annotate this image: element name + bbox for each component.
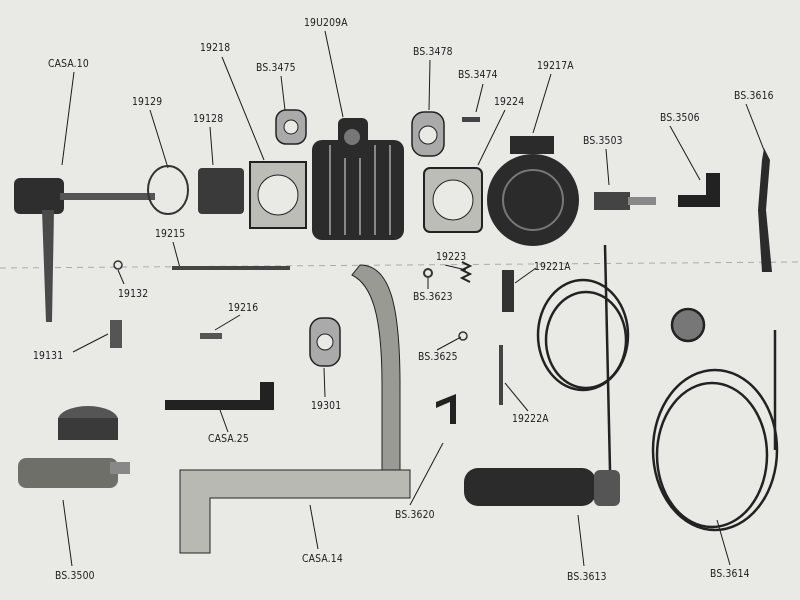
label-19223: 19223 [436, 251, 467, 263]
label-19128: 19128 [193, 113, 224, 125]
label-casa14: CASA.14 [302, 553, 343, 565]
head-gasket-part [423, 167, 483, 233]
exhaust-gasket-part [411, 111, 445, 157]
crankshaft-part [14, 178, 155, 322]
washer-part [423, 268, 433, 278]
label-19218: 19218 [200, 42, 231, 54]
spark-plug-part [594, 192, 656, 210]
label-19221a: 19221A [534, 261, 571, 273]
label-bs3614: BS.3614 [710, 568, 750, 580]
label-bs3620: BS.3620 [395, 509, 435, 521]
label-19215: 19215 [155, 228, 186, 240]
label-bs3613: BS.3613 [567, 571, 607, 583]
piston-ring-part [147, 165, 189, 215]
label-bs3616: BS.3616 [734, 90, 774, 102]
throttle-grip-part [464, 468, 620, 506]
piston-part [198, 168, 244, 214]
label-bs3478: BS.3478 [413, 46, 453, 58]
label-19u209a: 19U209A [304, 17, 348, 29]
label-19131: 19131 [33, 350, 64, 362]
bracket-part [436, 394, 456, 424]
lever-part [758, 148, 772, 272]
stud-part [172, 266, 290, 270]
label-bs3506: BS.3506 [660, 112, 700, 124]
label-19132: 19132 [118, 288, 149, 300]
label-19222a: 19222A [512, 413, 549, 425]
label-bs3623: BS.3623 [413, 291, 453, 303]
intake-gasket-part [275, 109, 307, 145]
control-cable-part [651, 307, 779, 532]
label-casa10: CASA.10 [48, 58, 89, 70]
carburetor-part [18, 406, 130, 488]
ball-part [458, 331, 468, 341]
spring-part [459, 261, 473, 283]
cylinder-part [312, 118, 404, 240]
label-casa25: CASA.25 [208, 433, 249, 445]
cylinder-head-part [487, 136, 579, 246]
kick-lever-part [165, 382, 274, 410]
label-bs3625: BS.3625 [418, 351, 458, 363]
screw-part [462, 117, 480, 122]
exhaust-flange-gasket-part [309, 317, 341, 367]
valve-guide-part [502, 270, 514, 312]
throttle-cable-part [536, 244, 630, 471]
label-19129: 19129 [132, 96, 163, 108]
small-pin-part [200, 333, 222, 339]
label-19217a: 19217A [537, 60, 574, 72]
spark-plug-cap-part [678, 173, 720, 207]
label-bs3475: BS.3475 [256, 62, 296, 74]
pin-part [110, 320, 122, 348]
clip-part [113, 260, 123, 270]
exhaust-pipe-part [179, 264, 411, 554]
label-bs3503: BS.3503 [583, 135, 623, 147]
label-19301: 19301 [311, 400, 342, 412]
valve-part [499, 345, 503, 405]
base-gasket-part [249, 161, 307, 229]
label-bs3500: BS.3500 [55, 570, 95, 582]
label-19216: 19216 [228, 302, 259, 314]
label-19224: 19224 [494, 96, 525, 108]
label-bs3474: BS.3474 [458, 69, 498, 81]
